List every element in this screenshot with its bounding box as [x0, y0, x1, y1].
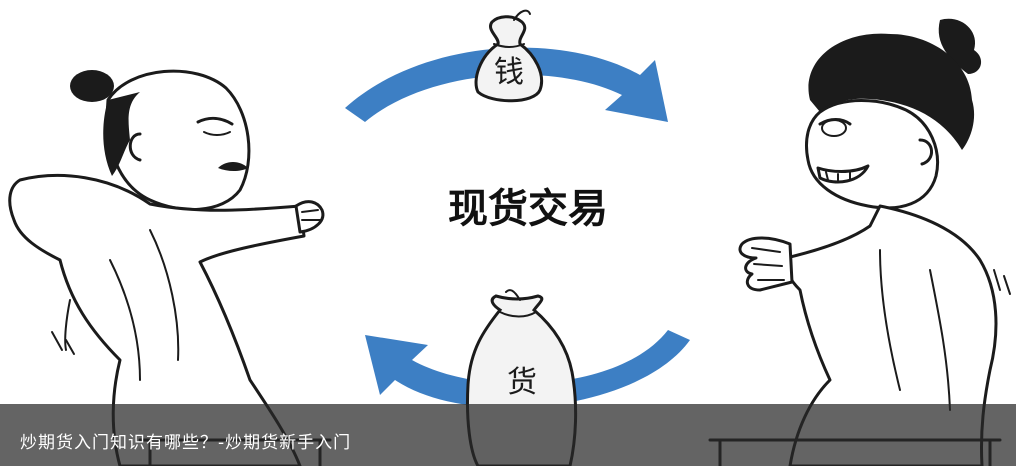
- caption-text: 炒期货入门知识有哪些？-炒期货新手入门: [20, 433, 352, 453]
- money-bag: 钱: [474, 9, 543, 103]
- money-bag-label: 钱: [494, 55, 524, 90]
- top-arc-arrow: [345, 47, 668, 122]
- spot-trading-title: 现货交易: [448, 186, 608, 232]
- left-character: [8, 69, 332, 466]
- bottom-arc-arrow: [365, 330, 690, 408]
- caption-bar: 炒期货入门知识有哪些？-炒期货新手入门: [0, 404, 1016, 466]
- goods-bag-label: 货: [507, 365, 537, 400]
- right-character: [708, 18, 1011, 466]
